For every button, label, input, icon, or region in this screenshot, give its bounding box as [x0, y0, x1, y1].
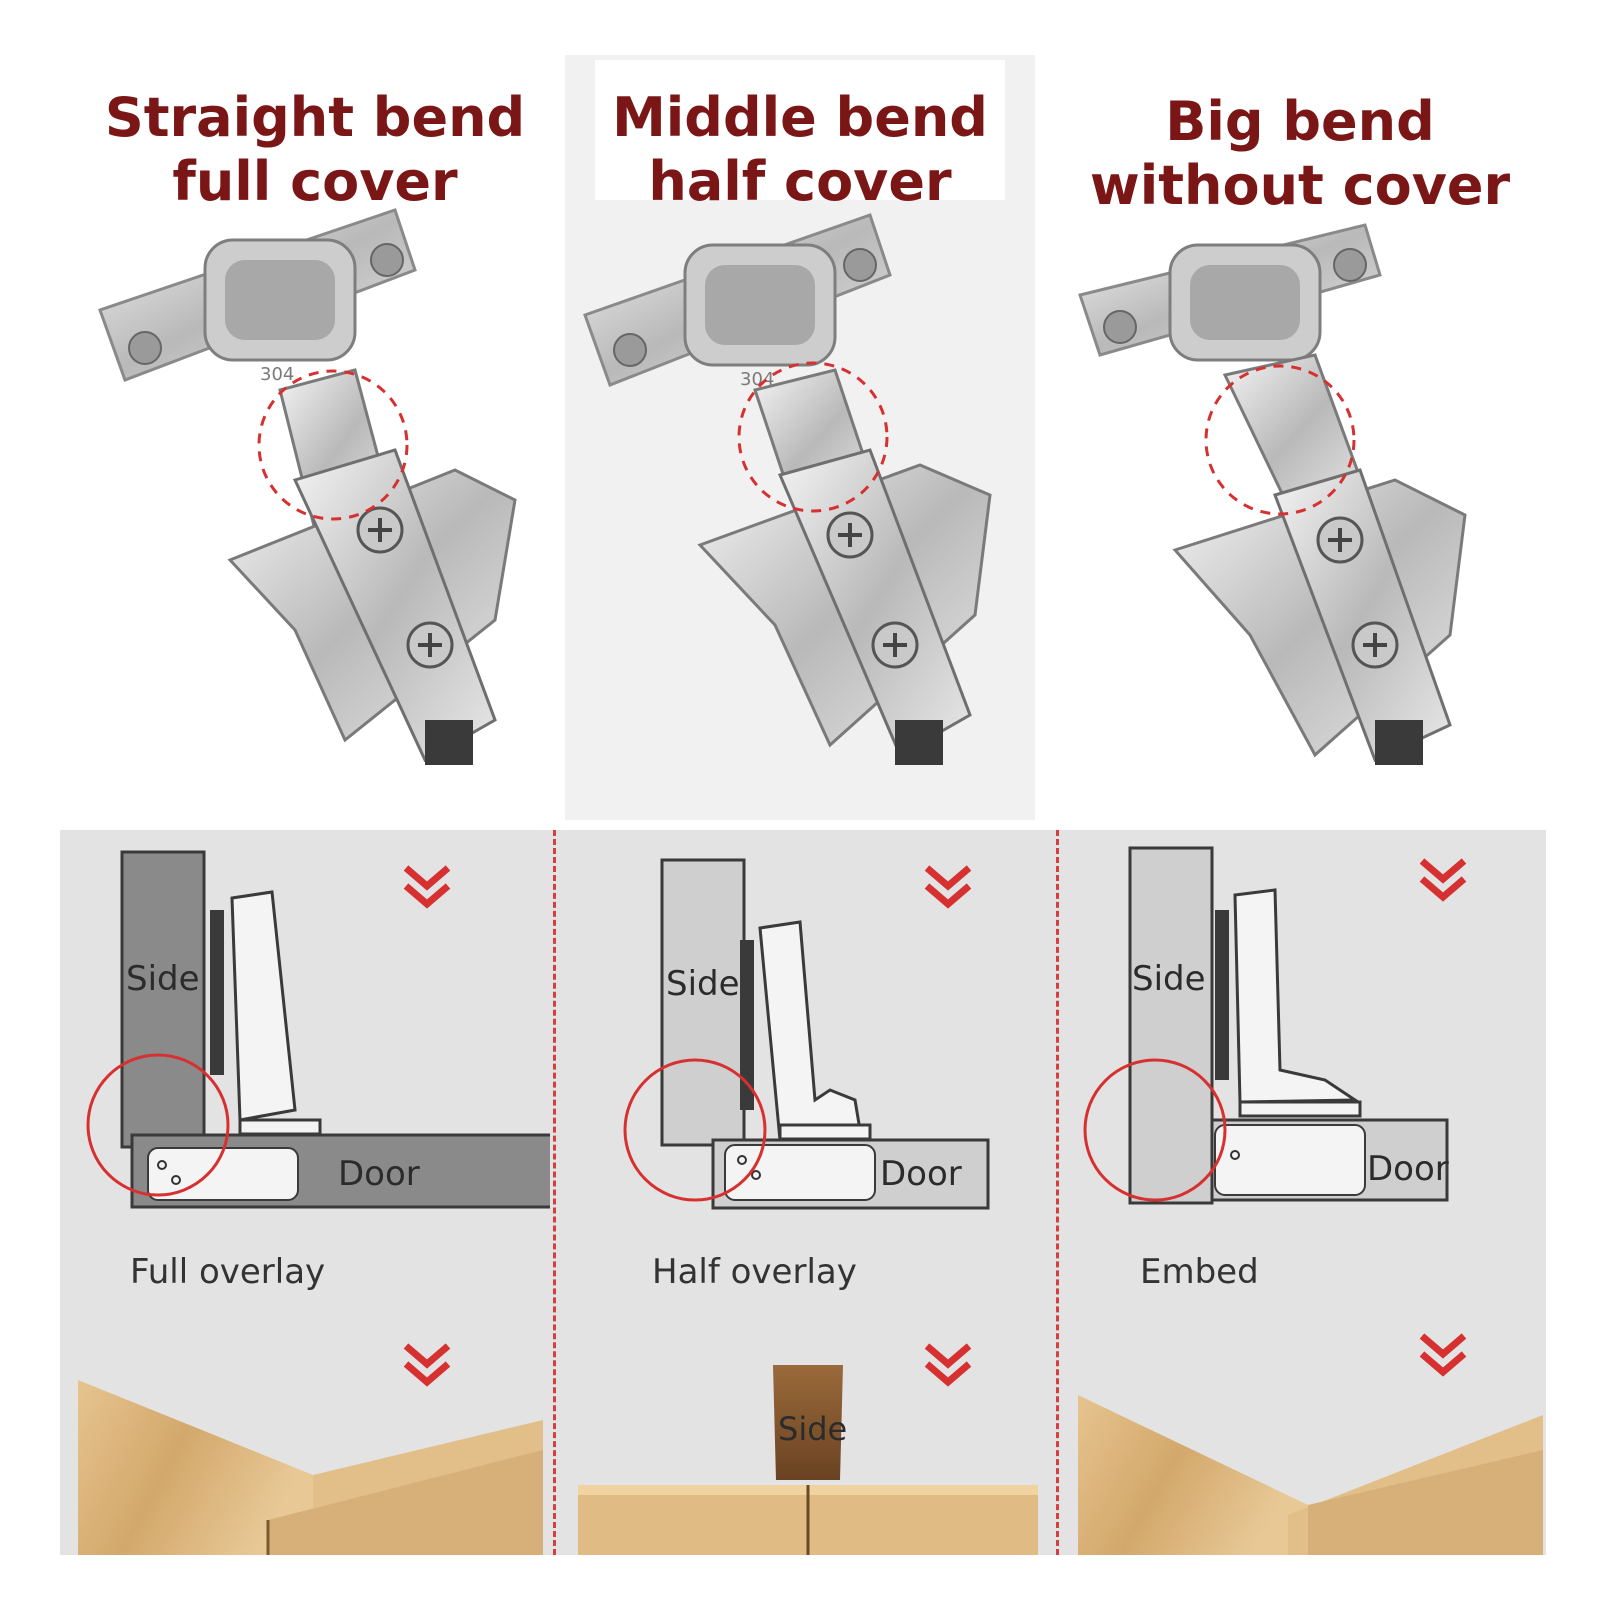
- highlight-circle: [1083, 1058, 1227, 1202]
- double-chevron-down-icon: [924, 1343, 972, 1387]
- hinge-middle-bend-image: 304: [583, 213, 992, 765]
- double-chevron-down-icon: [924, 865, 972, 909]
- highlight-circle: [1204, 364, 1356, 516]
- door-label: Door: [338, 1154, 420, 1194]
- side-label: Side: [666, 964, 740, 1004]
- heading-line: Big bend: [1165, 90, 1435, 153]
- heading-big-bend: Big bend without cover: [1060, 90, 1540, 218]
- caption-half-overlay: Half overlay: [652, 1252, 857, 1292]
- column-divider: [553, 830, 556, 1555]
- highlight-circle: [623, 1058, 767, 1202]
- highlight-circle: [257, 369, 409, 521]
- side-label: Side: [1132, 959, 1206, 999]
- caption-full-overlay: Full overlay: [130, 1252, 326, 1292]
- heading-line: half cover: [648, 150, 952, 213]
- wood-joint-half-overlay: Side: [578, 1365, 1038, 1555]
- heading-straight-bend: Straight bend full cover: [85, 86, 545, 214]
- caption-embed: Embed: [1140, 1252, 1259, 1292]
- wood-side-label: Side: [778, 1410, 847, 1448]
- wood-joint-embed: [1078, 1395, 1543, 1555]
- heading-line: Middle bend: [612, 86, 988, 149]
- heading-line: Straight bend: [104, 86, 526, 149]
- middle-heading-background: [595, 60, 1005, 200]
- double-chevron-down-icon: [1419, 858, 1467, 902]
- heading-line: full cover: [172, 150, 458, 213]
- diagram-full-overlay: Side Door: [86, 850, 550, 1209]
- heading-middle-bend: Middle bend half cover: [570, 86, 1030, 214]
- wood-joint-full-overlay: [78, 1380, 543, 1555]
- double-chevron-down-icon: [403, 865, 451, 909]
- hinge-stamp-text: 304: [740, 369, 774, 390]
- diagram-embed: Side Door: [1083, 846, 1449, 1205]
- column-divider: [1056, 830, 1059, 1555]
- highlight-circle: [737, 361, 889, 513]
- side-label: Side: [126, 959, 200, 999]
- double-chevron-down-icon: [1419, 1333, 1467, 1377]
- double-chevron-down-icon: [403, 1343, 451, 1387]
- highlight-circle: [86, 1053, 230, 1197]
- door-label: Door: [880, 1154, 962, 1194]
- hinge-straight-bend-image: 304: [98, 208, 517, 765]
- door-label: Door: [1367, 1149, 1449, 1189]
- heading-line: without cover: [1089, 154, 1511, 217]
- hinge-big-bend-image: [1078, 223, 1467, 765]
- diagram-half-overlay: Side Door: [623, 858, 990, 1210]
- hinge-stamp-text: 304: [260, 364, 294, 385]
